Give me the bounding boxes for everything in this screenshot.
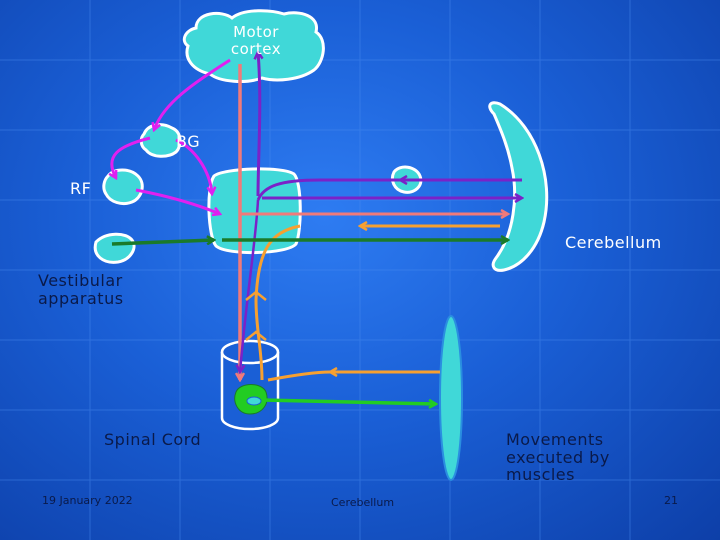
movements-label: Movements executed by muscles [506, 430, 610, 485]
rf-shape [102, 168, 144, 206]
motor-cortex-shape [182, 9, 325, 83]
rf-label: RF [70, 179, 92, 198]
rf-to-brainstem-arrow [135, 188, 220, 214]
cortex-to-bg-arrow [154, 58, 231, 130]
footer-date: 19 January 2022 [42, 494, 133, 507]
cortex-to-brainstem-arrow [175, 138, 212, 194]
vestibular-apparatus-label: Vestibular apparatus [38, 271, 124, 308]
orange-arrow-marker-1 [245, 290, 267, 301]
cortex-to-cerebellum-arrow [256, 178, 522, 201]
footer-page-number: 21 [664, 494, 678, 507]
vestibular-to-brainstem-arrow [111, 240, 214, 246]
cerebellum-label: Cerebellum [565, 233, 662, 252]
footer-title: Cerebellum [331, 496, 395, 509]
muscle-shape [439, 315, 463, 481]
cerebellum-to-cortex-arrow [258, 52, 260, 197]
motor-cortex-label: Motor cortex [230, 23, 282, 58]
spinal-central-canal [246, 396, 262, 406]
vestibular-apparatus-shape [93, 232, 136, 264]
spinal-to-muscle-arrow [261, 398, 436, 404]
orange-arrow-marker-2 [245, 330, 267, 341]
spinal-to-cerebellum-orange-path [267, 370, 331, 382]
bg-label: BG [176, 132, 201, 151]
brainstem-shape [207, 167, 302, 254]
bg-to-rf-arrow [112, 136, 151, 178]
orange-descending-path [254, 224, 301, 381]
bg-shape [139, 123, 182, 158]
cerebellum-shape [488, 101, 549, 272]
spinal-cord-label: Spinal Cord [104, 430, 202, 449]
